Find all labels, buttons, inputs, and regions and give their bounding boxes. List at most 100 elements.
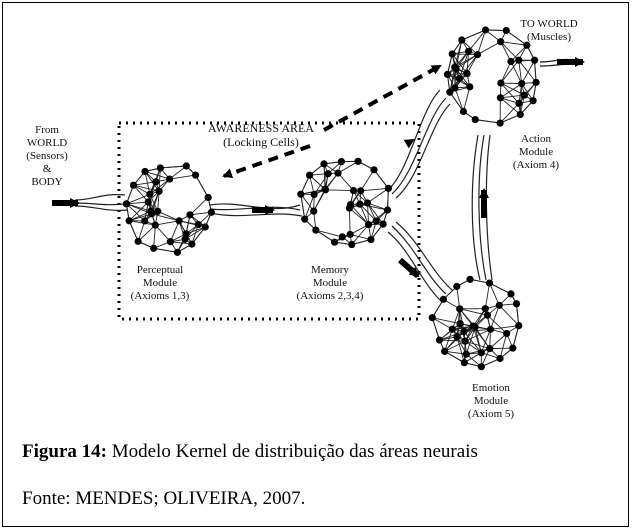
neuron-node [204, 193, 212, 202]
neuron-node [451, 84, 459, 92]
kernel-model-diagram [52, 26, 585, 371]
neuron-node [515, 56, 523, 64]
neuron-node [312, 226, 320, 234]
neuron-node [459, 107, 468, 116]
neuron-node [523, 41, 531, 49]
neuron-node [456, 320, 464, 328]
neuron-node [363, 199, 372, 207]
neuron-node [515, 321, 523, 330]
neuron-node [144, 198, 152, 206]
neuron-node [463, 69, 471, 78]
neuron-node [507, 57, 515, 66]
neuron-node [532, 78, 540, 86]
neuron-node [466, 275, 474, 283]
neuron-node [483, 311, 492, 319]
neuron-node [518, 79, 526, 88]
neuron-node [453, 333, 461, 341]
neuron-node [496, 94, 504, 102]
neuron-node [428, 314, 436, 322]
neuron-node [502, 26, 510, 35]
locking-arrow-action [323, 64, 442, 132]
neuron-node [310, 207, 318, 215]
emotion-module-label: Emotion Module (Axiom 5) [467, 382, 515, 420]
neuron-node [477, 363, 485, 371]
neuron-node [191, 171, 200, 179]
neuron-node [456, 305, 464, 313]
neuron-node [446, 88, 454, 96]
neuron-node [154, 207, 162, 215]
neuron-node [515, 99, 523, 107]
neuron-node [453, 282, 461, 291]
neuron-node [321, 185, 329, 193]
neuron-node [338, 233, 346, 241]
neuron-node [473, 50, 482, 59]
neuron-node [207, 208, 215, 216]
neuron-node [529, 97, 537, 105]
neuron-node [201, 223, 209, 231]
neuron-node [370, 166, 378, 174]
neuron-node [364, 221, 373, 229]
neuron-node [458, 36, 466, 44]
caption-label: Figura 14: [22, 441, 107, 462]
neuron-node [320, 160, 328, 168]
figure-source: Fonte: MENDES; OLIVEIRA, 2007. [22, 488, 306, 509]
neuron-node [379, 220, 387, 228]
neuron-node [481, 305, 489, 313]
perceptual-module-network [122, 162, 215, 256]
neuron-node [155, 187, 163, 195]
from-world-label: From WORLD (Sensors) & BODY [26, 124, 68, 188]
neuron-node [443, 70, 452, 79]
neuron-node [486, 325, 495, 333]
to-world-label: TO WORLD (Muscles) [520, 18, 578, 43]
neuron-node [175, 217, 183, 225]
neuron-node [485, 279, 494, 287]
neuron-node [301, 215, 309, 223]
neuron-node [448, 50, 456, 58]
neuron-node [166, 175, 174, 183]
neuron-node [496, 354, 504, 363]
perceptual-module-label: Perceptual Module (Axioms 1,3) [130, 264, 190, 302]
neuron-node [182, 162, 190, 170]
neuron-node [461, 337, 469, 345]
neuron-node [188, 240, 196, 248]
neuron-node [305, 171, 314, 179]
neuron-node [512, 300, 521, 308]
awareness-area-label: AWARENESS AREA (Locking Cells) [207, 121, 315, 149]
memory-emotion-arrow [398, 257, 420, 279]
action-module-label: Action Module (Axiom 4) [512, 133, 560, 171]
neuron-node [464, 47, 473, 55]
neuron-node [147, 207, 155, 215]
neuron-node [349, 186, 358, 195]
neuron-node [495, 301, 503, 309]
neuron-node [477, 349, 485, 357]
neuron-node [530, 56, 539, 64]
neuron-node [496, 119, 504, 127]
neuron-node [186, 211, 194, 219]
neuron-node [466, 83, 474, 91]
neuron-node [330, 238, 339, 246]
neuron-node [503, 329, 511, 338]
neuron-node [383, 206, 392, 214]
neuron-node [471, 115, 479, 124]
action-module-network [443, 26, 540, 127]
neuron-node [348, 240, 356, 249]
neuron-node [356, 200, 364, 208]
neuron-node [451, 63, 459, 71]
neuron-node [357, 187, 365, 195]
neuron-node [150, 244, 158, 252]
neuron-node [520, 91, 528, 99]
neuron-node [497, 79, 505, 87]
neuron-node [448, 325, 456, 333]
neuron-node [337, 158, 346, 166]
neuron-node [134, 237, 142, 245]
neuron-node [435, 336, 444, 344]
memory-module-network [297, 157, 393, 249]
neuron-node [194, 220, 202, 229]
signal-arrows [52, 57, 585, 279]
neuron-node [334, 169, 342, 177]
neuron-node [141, 167, 149, 176]
neuron-node [310, 190, 318, 199]
neuron-node [122, 200, 131, 208]
neuron-node [141, 217, 149, 225]
neuron-node [173, 248, 181, 256]
